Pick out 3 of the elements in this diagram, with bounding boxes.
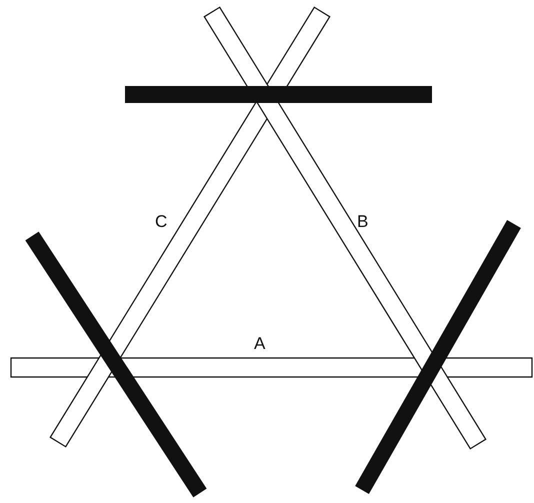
bar-label: C <box>155 213 168 230</box>
bar-label: A <box>254 335 266 352</box>
bar-label: B <box>357 213 368 230</box>
